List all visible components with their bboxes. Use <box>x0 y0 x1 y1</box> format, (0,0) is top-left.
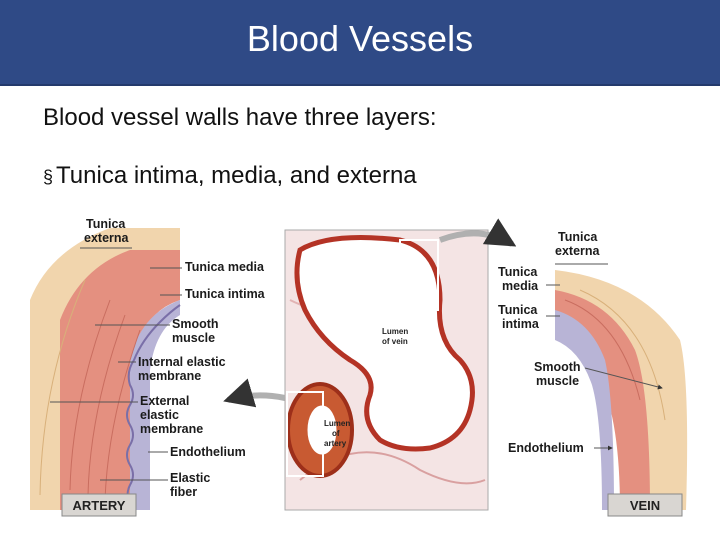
label-lumen-artery-3: artery <box>324 439 347 448</box>
label-vein-tunica-intima-1: Tunica <box>498 303 538 317</box>
label-lumen-vein-1: Lumen <box>382 327 408 336</box>
bullet-item: § Tunica intima, media, and externa <box>43 162 417 190</box>
vein-cross-section <box>294 235 475 452</box>
artery-tag-box <box>61 493 137 517</box>
label-artery-smooth-muscle-1: Smooth <box>172 317 219 331</box>
label-vein-tunica-externa-1: Tunica <box>558 230 598 244</box>
label-artery-external-elastic-1: External <box>140 394 189 408</box>
artery-tag-label: ARTERY <box>73 498 126 513</box>
label-vein-smooth-muscle-2: muscle <box>536 374 579 388</box>
intro-text: Blood vessel walls have three layers: <box>43 104 437 131</box>
label-artery-internal-elastic-1: Internal elastic <box>138 355 226 369</box>
vein-labels: Tunica externa Tunica media Tunica intim… <box>498 230 683 517</box>
artery-highlight-box <box>286 391 324 477</box>
vein-wall-illustration <box>555 270 688 510</box>
label-artery-external-elastic-2: elastic <box>140 408 179 422</box>
label-artery-tunica-externa-1: Tunica <box>86 217 126 231</box>
bullet-marker: § <box>43 167 54 187</box>
label-artery-smooth-muscle-2: muscle <box>172 331 215 345</box>
arrow-to-artery-icon <box>223 378 286 408</box>
label-artery-endothelium: Endothelium <box>170 445 246 459</box>
vein-tag-box <box>607 493 683 517</box>
label-vein-endothelium: Endothelium <box>508 441 584 455</box>
label-lumen-vein-2: of vein <box>382 337 408 346</box>
artery-tunica-intima <box>130 300 180 510</box>
vein-highlight-box <box>399 239 439 311</box>
label-lumen-artery-1: Lumen <box>324 419 350 428</box>
vein-tag-label: VEIN <box>630 498 660 513</box>
label-artery-tunica-intima: Tunica intima <box>185 287 266 301</box>
title-bar: Blood Vessels <box>0 0 720 86</box>
slide-title: Blood Vessels <box>246 18 474 59</box>
label-vein-smooth-muscle-1: Smooth <box>534 360 581 374</box>
label-vein-tunica-media-1: Tunica <box>498 265 538 279</box>
label-vein-tunica-media-2: media <box>502 279 539 293</box>
label-lumen-artery-2: of <box>332 429 340 438</box>
label-artery-tunica-media: Tunica media <box>185 260 265 274</box>
label-artery-tunica-externa-2: externa <box>84 231 130 245</box>
bullet-text: Tunica intima, media, and externa <box>56 162 417 189</box>
label-artery-elastic-fiber-2: fiber <box>170 485 197 499</box>
label-artery-external-elastic-3: membrane <box>140 422 203 436</box>
vein-tunica-intima <box>555 310 614 510</box>
micrograph: Lumen of vein Lumen of artery <box>284 229 489 511</box>
arrow-to-vein-icon <box>438 218 517 247</box>
label-vein-tunica-externa-2: externa <box>555 244 601 258</box>
label-vein-tunica-intima-2: intima <box>502 317 540 331</box>
artery-labels: Tunica externa Tunica media Tunica intim… <box>50 217 266 517</box>
label-artery-elastic-fiber-1: Elastic <box>170 471 210 485</box>
artery-tunica-media <box>60 250 180 510</box>
artery-wall-illustration <box>30 228 181 510</box>
label-artery-internal-elastic-2: membrane <box>138 369 201 383</box>
